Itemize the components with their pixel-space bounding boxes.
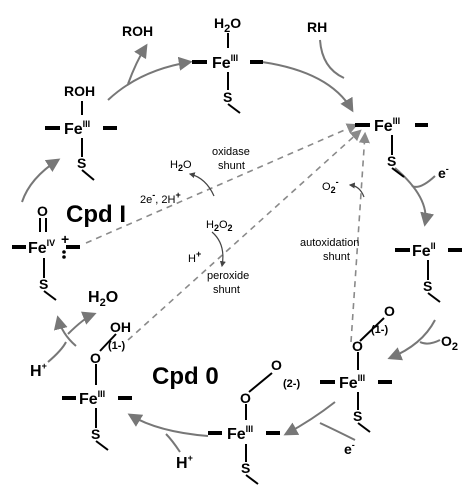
o2-in-label: O2 bbox=[441, 333, 458, 353]
ferrous-complex: FeII S bbox=[412, 241, 436, 294]
arrow-e-in-top bbox=[411, 175, 436, 188]
autoxidation-shunt-label-2: shunt bbox=[323, 251, 350, 263]
arrow-rh-in bbox=[319, 39, 345, 79]
peroxide-shunt-label-2: shunt bbox=[213, 284, 240, 296]
resting-state-complex: H2O FeIII S bbox=[212, 15, 241, 105]
h2o-left-label: H2O bbox=[88, 289, 118, 309]
h2o-top-label: H2O bbox=[214, 15, 241, 35]
arrow-h-in-bottom bbox=[165, 433, 181, 453]
hydroperoxo-o-label: O bbox=[90, 350, 101, 366]
autoxidation-shunt-label: autoxidation bbox=[300, 237, 359, 249]
s-label: S bbox=[387, 153, 396, 169]
superoxo-complex: O O (1-) FeIII S bbox=[339, 303, 395, 424]
peroxo-complex: O O (2-) FeIII S bbox=[227, 357, 300, 476]
s-label: S bbox=[77, 155, 86, 171]
electron-bottom-label: e- bbox=[344, 440, 355, 457]
superoxo-charge-label: (1-) bbox=[371, 324, 388, 336]
bonds bbox=[39, 33, 441, 485]
cpd1-title: Cpd I bbox=[66, 201, 126, 228]
arrow-e-in-bottom bbox=[319, 422, 356, 441]
roh-ligand-label: ROH bbox=[64, 83, 95, 99]
radical-dot bbox=[62, 250, 66, 254]
superoxo-o-bottom: O bbox=[352, 338, 363, 354]
arrow-fe3-to-fe2 bbox=[394, 167, 434, 227]
peroxo-o-bottom: O bbox=[240, 390, 251, 406]
shunt-lines bbox=[85, 123, 370, 343]
oxidase-reagents-label: 2e-, 2H+ bbox=[140, 190, 181, 206]
s-label: S bbox=[223, 89, 232, 105]
arrow-hydroperoxo-to-cpd1 bbox=[53, 315, 77, 347]
s-label: S bbox=[353, 408, 362, 424]
cpd0-title: Cpd 0 bbox=[152, 363, 219, 390]
superoxo-o-top: O bbox=[384, 303, 395, 319]
compound-i-complex: O FeIV + S bbox=[28, 203, 69, 292]
oxo-o-label: O bbox=[37, 203, 48, 219]
fe3-superoxo-label: FeIII bbox=[339, 373, 365, 392]
fe3-hydroperoxo-label: FeIII bbox=[79, 389, 105, 408]
h-plus-left-label: H+ bbox=[30, 361, 47, 380]
oxidase-h2o-label: H2O bbox=[170, 159, 192, 173]
fe3-water-label: FeIII bbox=[212, 53, 238, 72]
hydroperoxo-charge-label: (1-) bbox=[108, 340, 125, 352]
s-label: S bbox=[241, 460, 250, 476]
peroxide-h2o2-label: H2O2 bbox=[206, 219, 233, 233]
peroxide-shunt-line bbox=[127, 129, 362, 341]
h-plus-bottom-label: H+ bbox=[176, 453, 193, 472]
arrow-h2o-out-left bbox=[67, 311, 97, 335]
product-complex: ROH FeIII S bbox=[64, 83, 95, 171]
roh-product-label: ROH bbox=[122, 23, 153, 39]
fe3-peroxo-label: FeIII bbox=[227, 424, 253, 443]
radical-dot bbox=[62, 255, 66, 259]
autoxidation-shunt-line bbox=[350, 131, 370, 343]
peroxide-h-plus-label: H+ bbox=[188, 249, 201, 265]
arrow-superoxo-to-peroxo bbox=[283, 401, 336, 436]
peroxide-shunt-label: peroxide bbox=[207, 270, 249, 282]
arrow-peroxo-to-hydroperoxo bbox=[127, 413, 209, 437]
oxidase-h2o-arrow bbox=[188, 172, 215, 197]
heme-bars bbox=[12, 60, 462, 435]
arrow-roh-out bbox=[127, 43, 148, 85]
arrow-cpd1-to-roh bbox=[21, 158, 61, 203]
arrow-fe2-to-superoxo bbox=[387, 319, 436, 361]
oxidase-shunt-label: oxidase bbox=[212, 146, 250, 158]
s-label: S bbox=[91, 426, 100, 442]
superoxide-label: O2- bbox=[322, 177, 339, 195]
arrow-h-in-left bbox=[47, 341, 67, 363]
radical-cation-label: + bbox=[61, 231, 69, 247]
hydroperoxo-oh-label: OH bbox=[110, 319, 131, 335]
cycle-arrows bbox=[21, 39, 441, 453]
fe3-roh-label: FeIII bbox=[64, 119, 90, 138]
arrow-o2-in bbox=[419, 339, 441, 345]
oxidase-shunt-label-2: shunt bbox=[218, 160, 245, 172]
arrow-water-to-fe3 bbox=[261, 61, 354, 113]
superoxide-arrow bbox=[348, 182, 365, 198]
peroxo-charge-label: (2-) bbox=[283, 378, 300, 390]
peroxo-o-top: O bbox=[271, 357, 282, 373]
oxidase-shunt-line bbox=[85, 123, 359, 244]
s-label: S bbox=[423, 278, 432, 294]
electron-top-label: e- bbox=[438, 164, 449, 181]
substrate-bound-complex: FeIII S bbox=[374, 116, 400, 169]
arrow-roh-complex-to-water bbox=[107, 56, 193, 101]
rh-substrate-label: RH bbox=[307, 19, 327, 35]
peroxide-h2o2-arrow bbox=[211, 231, 226, 268]
s-label: S bbox=[39, 276, 48, 292]
fe3-right-label: FeIII bbox=[374, 116, 400, 135]
hydroperoxo-complex: OH O (1-) FeIII S bbox=[79, 319, 131, 442]
fe2-label: FeII bbox=[412, 241, 436, 260]
fe4-label: FeIV bbox=[28, 238, 55, 257]
shunt-side-arrows bbox=[188, 172, 365, 268]
